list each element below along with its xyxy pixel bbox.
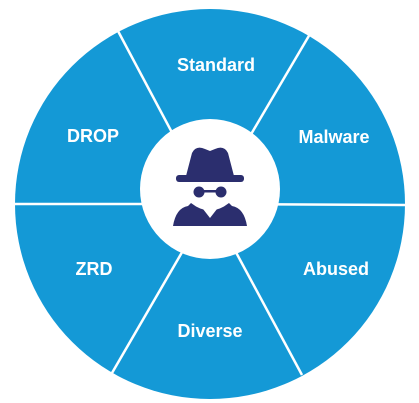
spy-agent-icon bbox=[173, 147, 247, 226]
wheel-dividers bbox=[15, 30, 406, 376]
segment-label-malware: Malware bbox=[298, 127, 369, 147]
segment-label-zrd: ZRD bbox=[76, 259, 113, 279]
segment-label-standard: Standard bbox=[177, 55, 255, 75]
segment-label-abused: Abused bbox=[303, 259, 369, 279]
segment-label-diverse: Diverse bbox=[177, 321, 242, 341]
segment-label-drop: DROP bbox=[67, 126, 119, 146]
